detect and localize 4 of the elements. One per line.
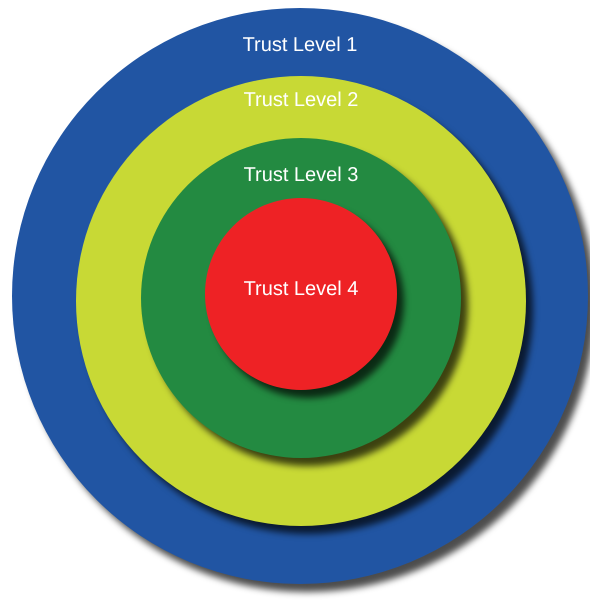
level-label: Trust Level 3 — [244, 164, 358, 186]
level-label: Trust Level 2 — [244, 89, 358, 111]
level-label: Trust Level 1 — [242, 34, 358, 56]
level-label: Trust Level 4 — [244, 278, 358, 300]
